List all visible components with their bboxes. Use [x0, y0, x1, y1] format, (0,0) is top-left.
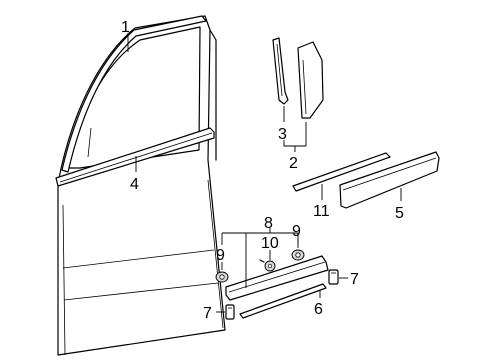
part-9-grommet-left	[215, 271, 229, 283]
part-8-rocker-moulding	[225, 255, 329, 301]
door-shell	[57, 15, 226, 356]
callout-8: 8	[264, 215, 273, 232]
callout-9-left: 9	[216, 247, 225, 264]
part-7-clip-left	[225, 304, 235, 320]
part-1-frame-moulding	[61, 15, 207, 173]
part-3-pillar-garnish	[272, 37, 289, 105]
part-9-grommet-right	[291, 249, 305, 261]
part-11-moulding-strip	[292, 152, 391, 192]
callout-2: 2	[289, 155, 298, 172]
callout-7-right: 7	[350, 271, 359, 288]
callout-3: 3	[278, 126, 287, 143]
part-5-side-moulding	[339, 151, 440, 209]
part-2-pillar-garnish-outer	[297, 41, 324, 119]
callout-7-left: 7	[203, 305, 212, 322]
callout-5: 5	[395, 205, 404, 222]
callout-10: 10	[261, 235, 279, 252]
part-6-lower-strip	[239, 283, 327, 319]
part-7-clip-right	[328, 269, 339, 285]
callout-11: 11	[313, 203, 330, 220]
callout-9-right: 9	[292, 223, 301, 240]
callout-6: 6	[314, 301, 323, 318]
callout-4: 4	[130, 176, 139, 193]
part-10-screw	[259, 259, 276, 272]
callout-1: 1	[121, 19, 130, 36]
leader-lines	[127, 33, 402, 313]
